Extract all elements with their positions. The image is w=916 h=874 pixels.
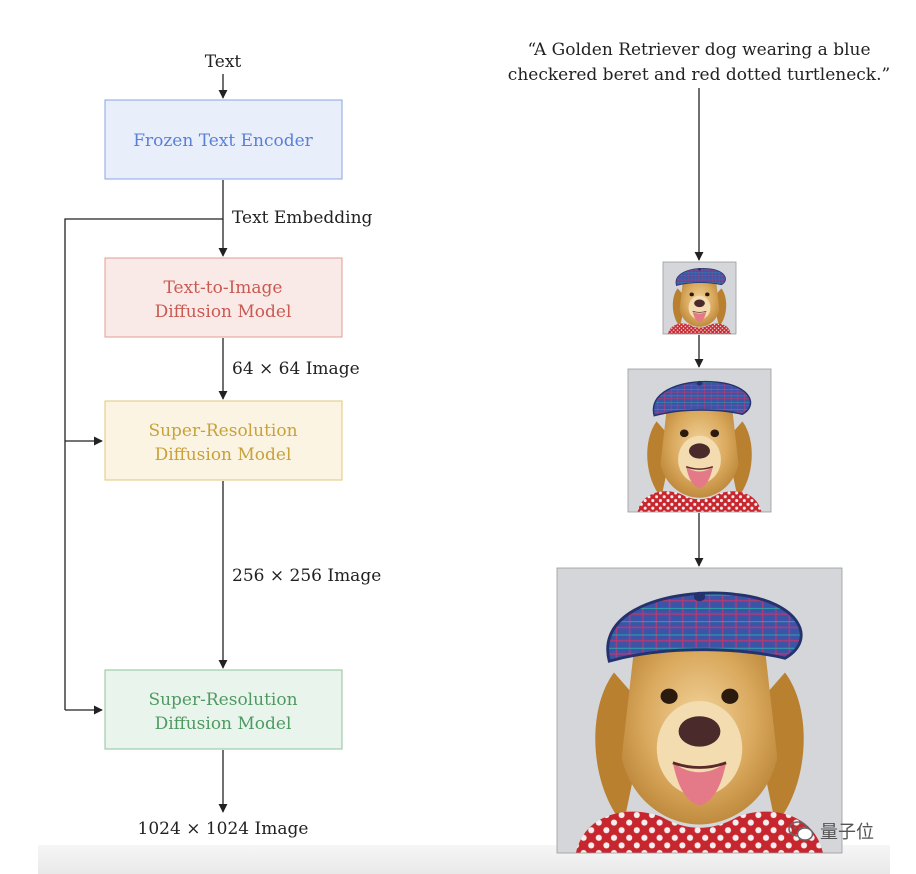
super-resolution-box-2: Super-Resolution Diffusion Model xyxy=(104,669,343,750)
wechat-icon xyxy=(788,821,814,841)
edge-64-label: 64 × 64 Image xyxy=(232,359,360,379)
prompt-line1: “A Golden Retriever dog wearing a blue xyxy=(527,40,870,60)
watermark-text: 量子位 xyxy=(820,822,874,843)
dog-image-1024 xyxy=(556,567,843,854)
dog-image-64 xyxy=(662,261,737,335)
super-resolution-box-1: Super-Resolution Diffusion Model xyxy=(104,400,343,481)
watermark: 量子位 xyxy=(788,818,874,844)
sr1-line1: Super-Resolution xyxy=(148,421,297,441)
text-to-image-diffusion-box: Text-to-Image Diffusion Model xyxy=(104,257,343,338)
sr1-line2: Diffusion Model xyxy=(155,445,292,465)
sr2-line1: Super-Resolution xyxy=(148,690,297,710)
output-label: 1024 × 1024 Image xyxy=(138,819,309,839)
text-embedding-label: Text Embedding xyxy=(232,208,373,228)
edge-256-label: 256 × 256 Image xyxy=(232,566,381,586)
base-model-line2: Diffusion Model xyxy=(155,302,292,322)
prompt-line2: checkered beret and red dotted turtlenec… xyxy=(508,65,890,85)
encoder-label: Frozen Text Encoder xyxy=(133,131,313,151)
base-model-line1: Text-to-Image xyxy=(164,278,283,298)
sr2-line2: Diffusion Model xyxy=(155,714,292,734)
dog-image-256 xyxy=(627,368,772,513)
input-text-label: Text xyxy=(205,52,242,72)
frozen-text-encoder-box: Frozen Text Encoder xyxy=(104,99,343,180)
embedding-rail xyxy=(64,218,223,710)
